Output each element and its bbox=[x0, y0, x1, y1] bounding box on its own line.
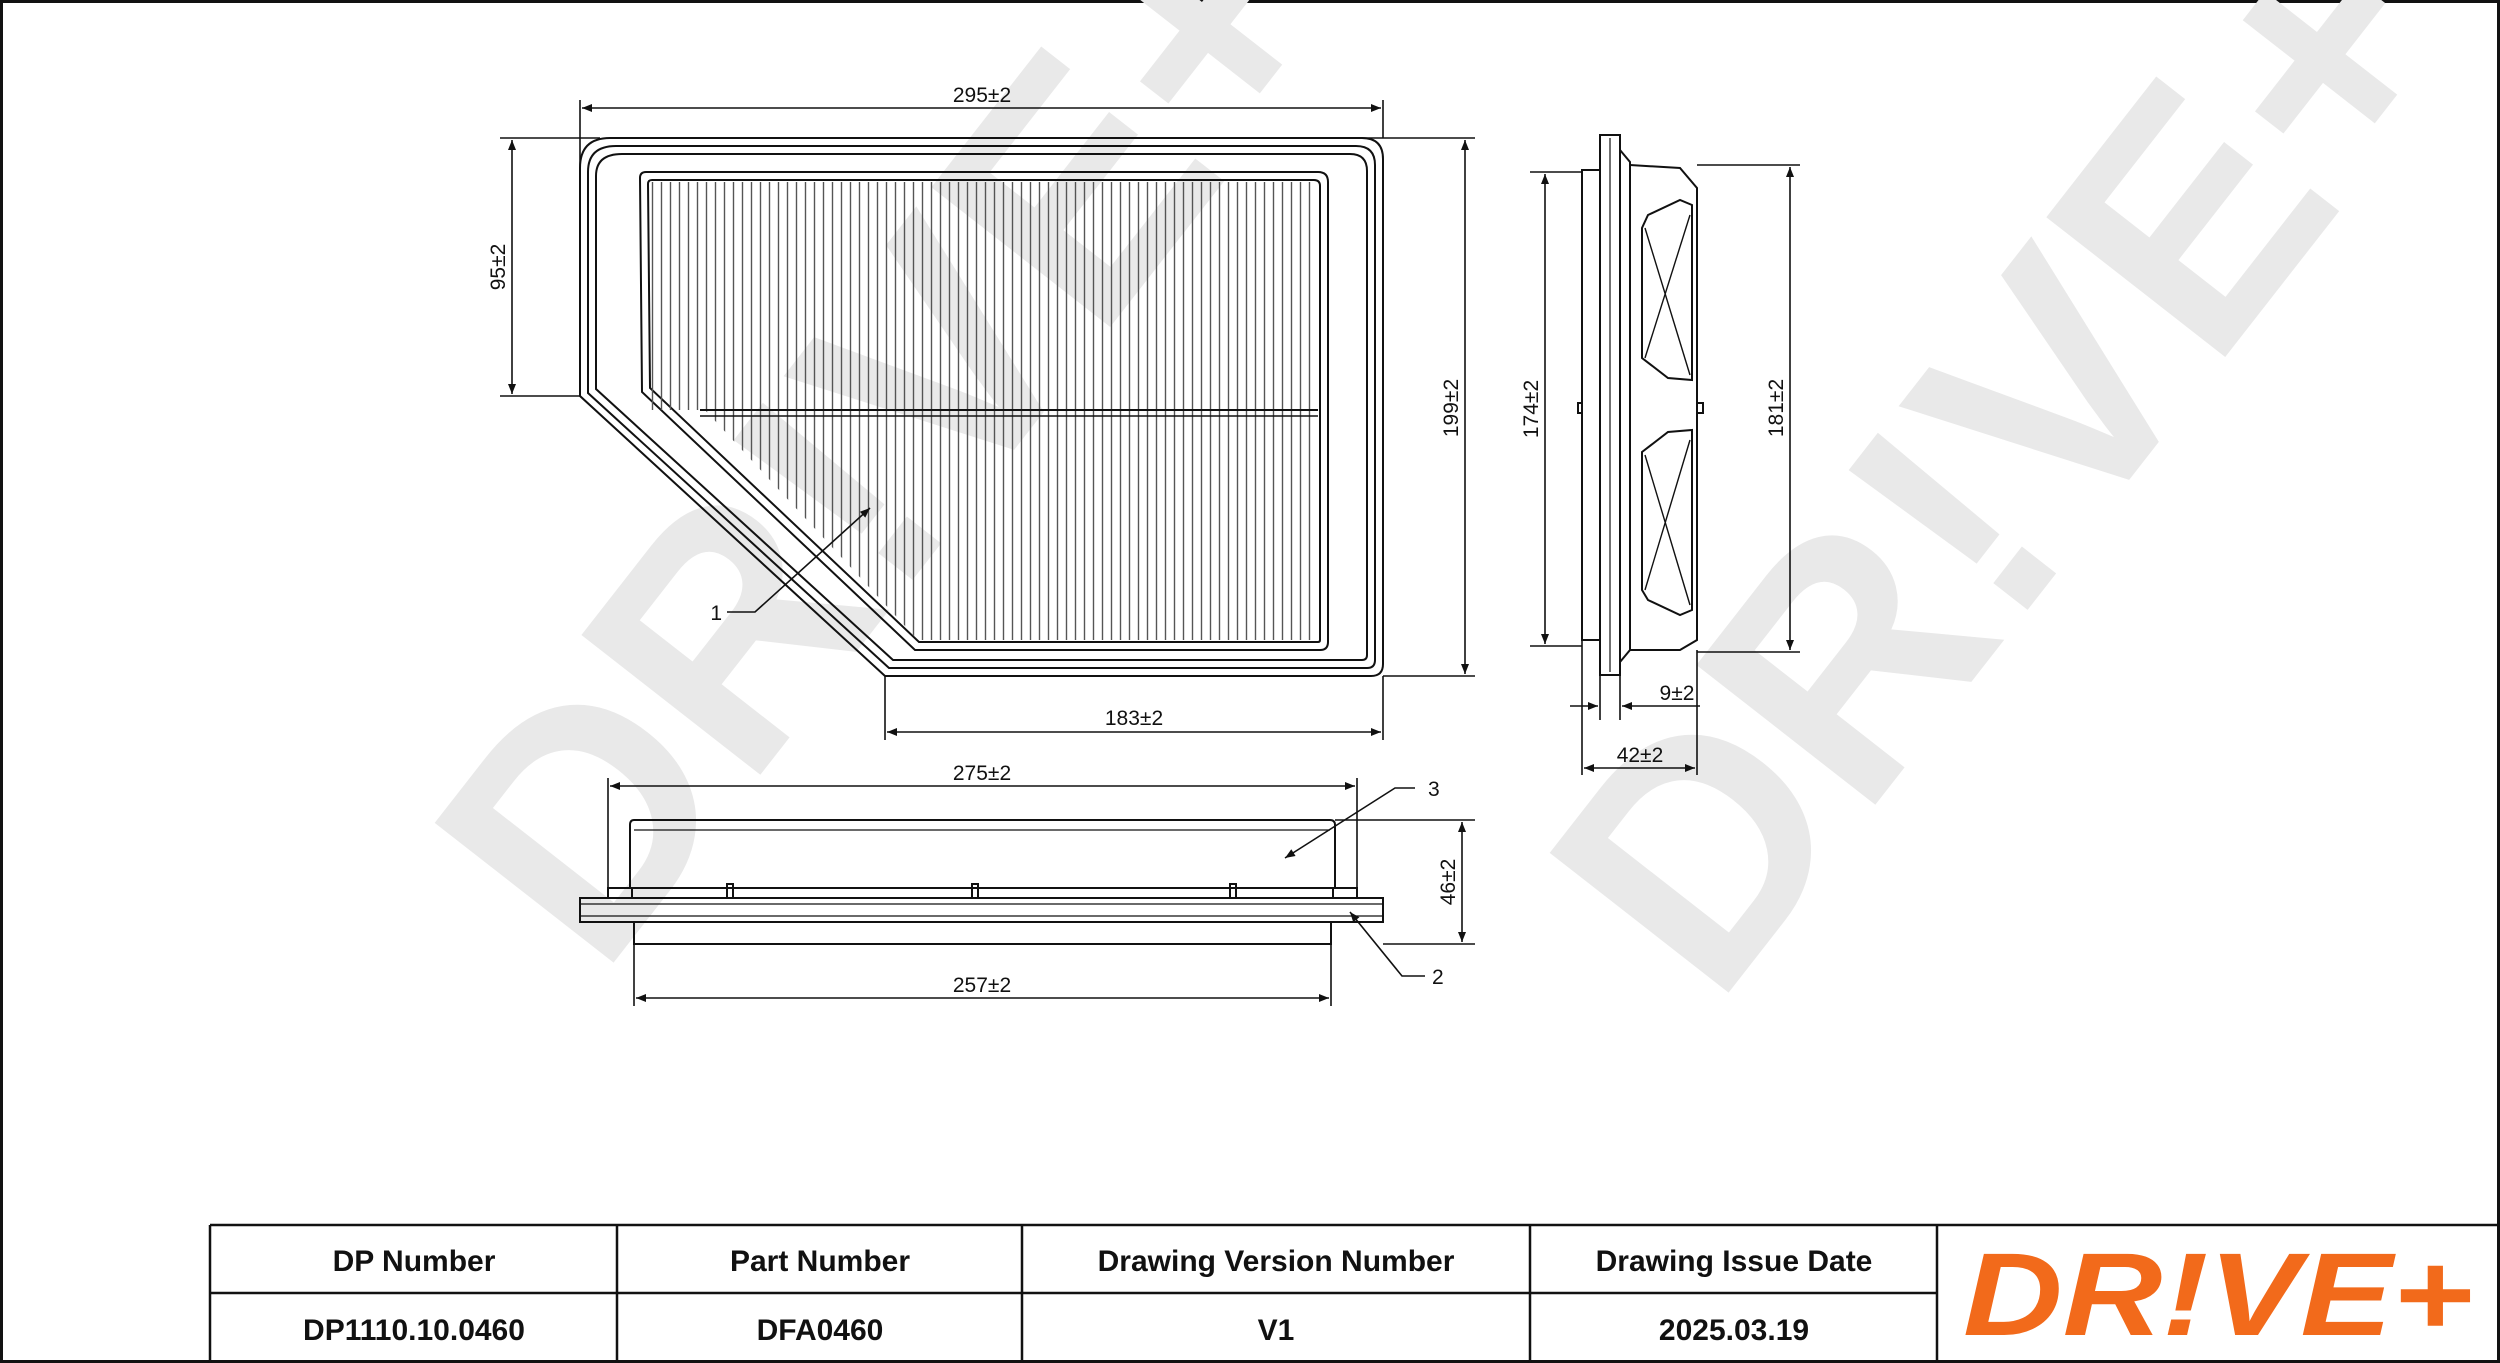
dim-side-outer-height: 181±2 bbox=[1765, 379, 1788, 437]
value-dp-number: DP1110.10.0460 bbox=[303, 1314, 525, 1347]
callout-1-leader bbox=[727, 507, 871, 613]
header-dp-number: DP Number bbox=[333, 1245, 496, 1278]
front-seal bbox=[633, 921, 1332, 945]
callout-2-leader bbox=[1349, 911, 1425, 977]
watermark-text-right: DR!VE+ bbox=[1479, 0, 2500, 1053]
title-block: DP Number Part Number Drawing Version Nu… bbox=[208, 1223, 2500, 1363]
side-lip bbox=[1619, 149, 1631, 663]
header-issue-date: Drawing Issue Date bbox=[1596, 1245, 1873, 1278]
side-view-dimensions bbox=[1530, 164, 1800, 775]
dim-side-depth: 42±2 bbox=[1617, 744, 1664, 767]
frame-inner-2 bbox=[646, 179, 1321, 643]
front-view bbox=[579, 819, 1384, 945]
dim-left-height: 95±2 bbox=[487, 244, 510, 291]
value-issue-date: 2025.03.19 bbox=[1659, 1314, 1809, 1347]
callout-1-label: 1 bbox=[710, 602, 722, 625]
side-frame-body bbox=[1581, 169, 1601, 641]
top-view-labels: 295±2 95±2 199±2 183±2 1 bbox=[487, 84, 1463, 730]
dim-front-height: 46±2 bbox=[1437, 859, 1460, 906]
top-view-dimensions bbox=[500, 100, 1475, 740]
side-view-labels: 174±2 181±2 9±2 42±2 bbox=[1520, 379, 1788, 767]
header-part-number: Part Number bbox=[730, 1245, 910, 1278]
frame-outline-outer bbox=[579, 137, 1384, 677]
dim-front-bottom-width: 257±2 bbox=[953, 974, 1011, 997]
dim-bottom-width: 183±2 bbox=[1105, 707, 1163, 730]
value-drawing-version: V1 bbox=[1258, 1314, 1295, 1347]
value-part-number: DFA0460 bbox=[757, 1314, 884, 1347]
dim-top-width: 295±2 bbox=[953, 84, 1011, 107]
dim-side-inner-height: 174±2 bbox=[1520, 380, 1543, 438]
frame-outline-2 bbox=[587, 145, 1376, 669]
dim-front-top-width: 275±2 bbox=[953, 762, 1011, 785]
header-drawing-version: Drawing Version Number bbox=[1098, 1245, 1455, 1278]
frame-outline-3 bbox=[595, 153, 1368, 661]
callout-2-label: 2 bbox=[1432, 966, 1444, 989]
side-pleat-profile bbox=[1641, 198, 1693, 382]
brand-logo: DR!VE+ bbox=[1963, 1229, 2473, 1361]
callout-3-label: 3 bbox=[1428, 778, 1440, 801]
side-view bbox=[1577, 134, 1704, 676]
dim-side-flange: 9±2 bbox=[1660, 682, 1695, 705]
dim-right-height: 199±2 bbox=[1440, 379, 1463, 437]
watermark-layer: DR!VE+ DR!VE+ bbox=[364, 0, 2500, 1053]
callout-3-leader bbox=[1284, 787, 1415, 859]
front-view-labels: 275±2 257±2 46±2 3 2 bbox=[953, 762, 1460, 997]
frame-inner-1 bbox=[638, 171, 1329, 651]
front-view-dimensions bbox=[607, 778, 1475, 1006]
